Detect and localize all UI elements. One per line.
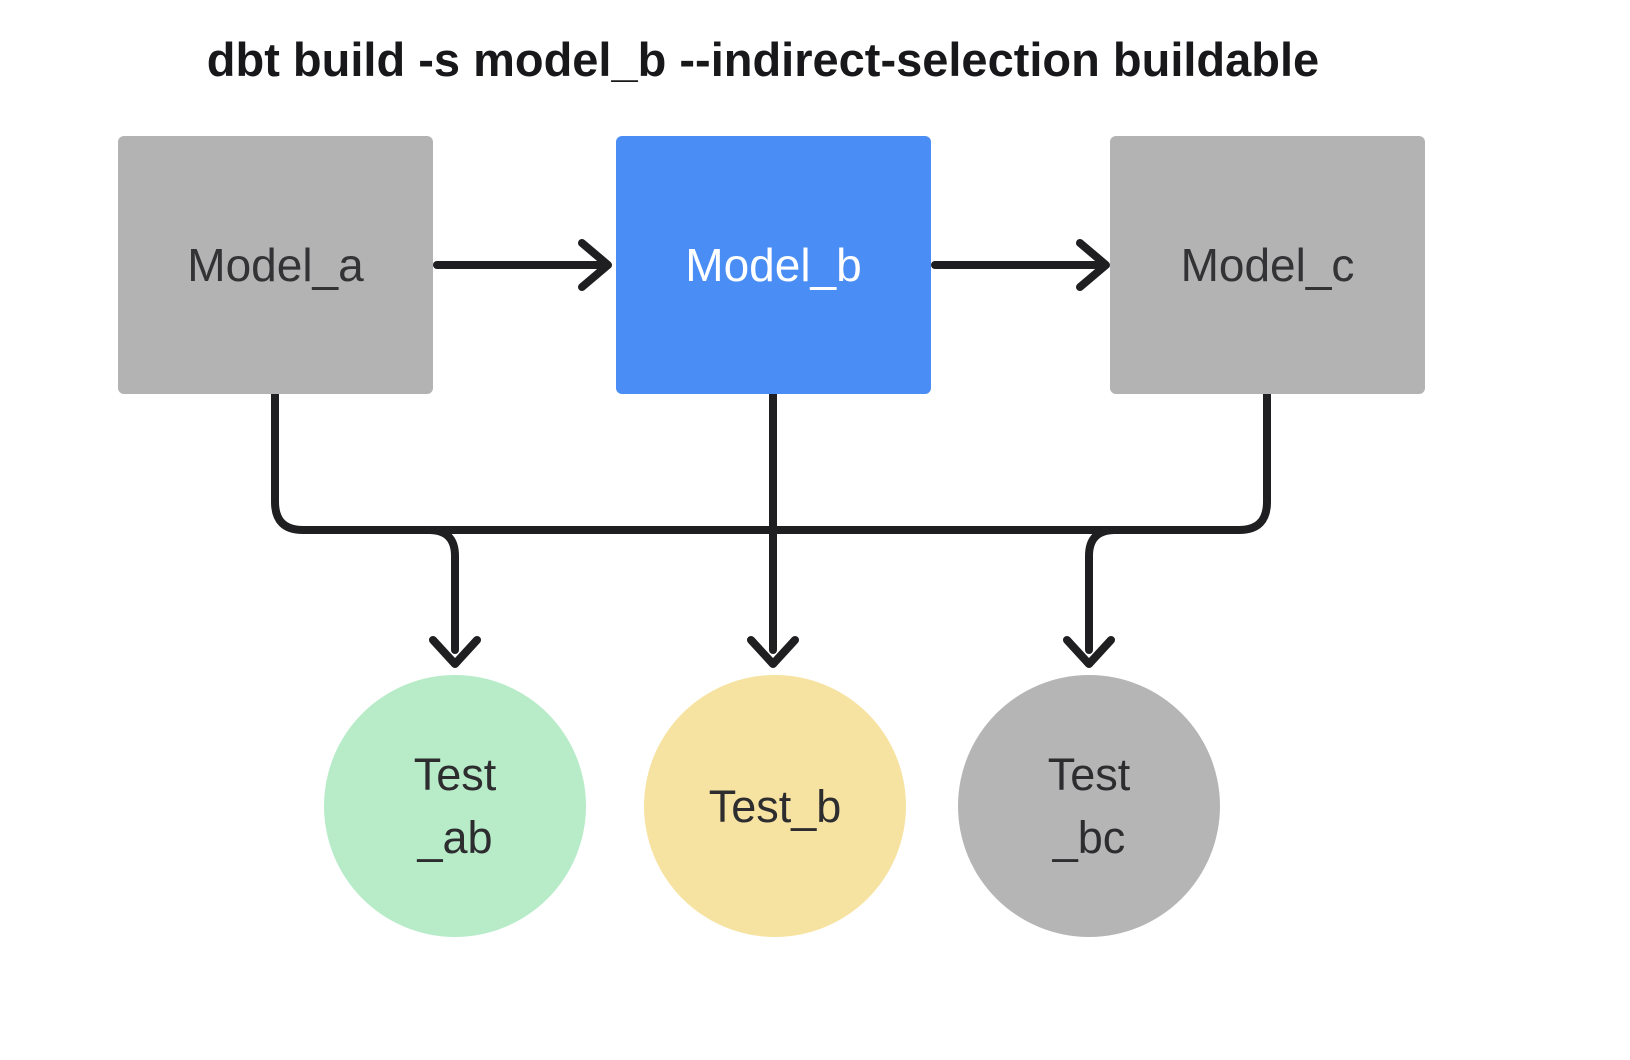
arrow-model-b-to-test-b-arrowhead (747, 636, 799, 668)
arrow-bus-to-test-ab-arrowhead (429, 636, 481, 668)
node-model-b-label: Model_b (685, 239, 862, 291)
node-test-ab-label-line2: _ab (417, 812, 493, 863)
node-test-ab: Test _ab (324, 675, 586, 937)
node-test-bc-label-line2: _bc (1052, 812, 1126, 863)
arrow-model-a-to-model-b-arrowhead (578, 239, 612, 291)
arrow-model-b-to-model-c-arrowhead (1076, 239, 1110, 291)
arrow-bus-to-test-bc (1085, 526, 1119, 654)
node-test-b: Test_b (644, 675, 906, 937)
node-test-b-label-line1: Test_b (708, 780, 842, 832)
node-test-bc-label-line1: Test (1047, 749, 1131, 800)
node-test-bc: Test _bc (958, 675, 1220, 937)
node-model-c: Model_c (1110, 136, 1425, 394)
connector-bus (271, 390, 1271, 534)
node-model-c-label: Model_c (1180, 239, 1355, 291)
arrow-bus-to-test-bc-arrowhead (1063, 636, 1115, 668)
node-model-a-label: Model_a (187, 239, 364, 291)
arrow-bus-to-test-ab (425, 526, 459, 654)
node-test-ab-label-line1: Test (413, 749, 497, 800)
node-model-a: Model_a (118, 136, 433, 394)
node-model-b: Model_b (616, 136, 931, 394)
diagram-title: dbt build -s model_b --indirect-selectio… (206, 33, 1320, 86)
